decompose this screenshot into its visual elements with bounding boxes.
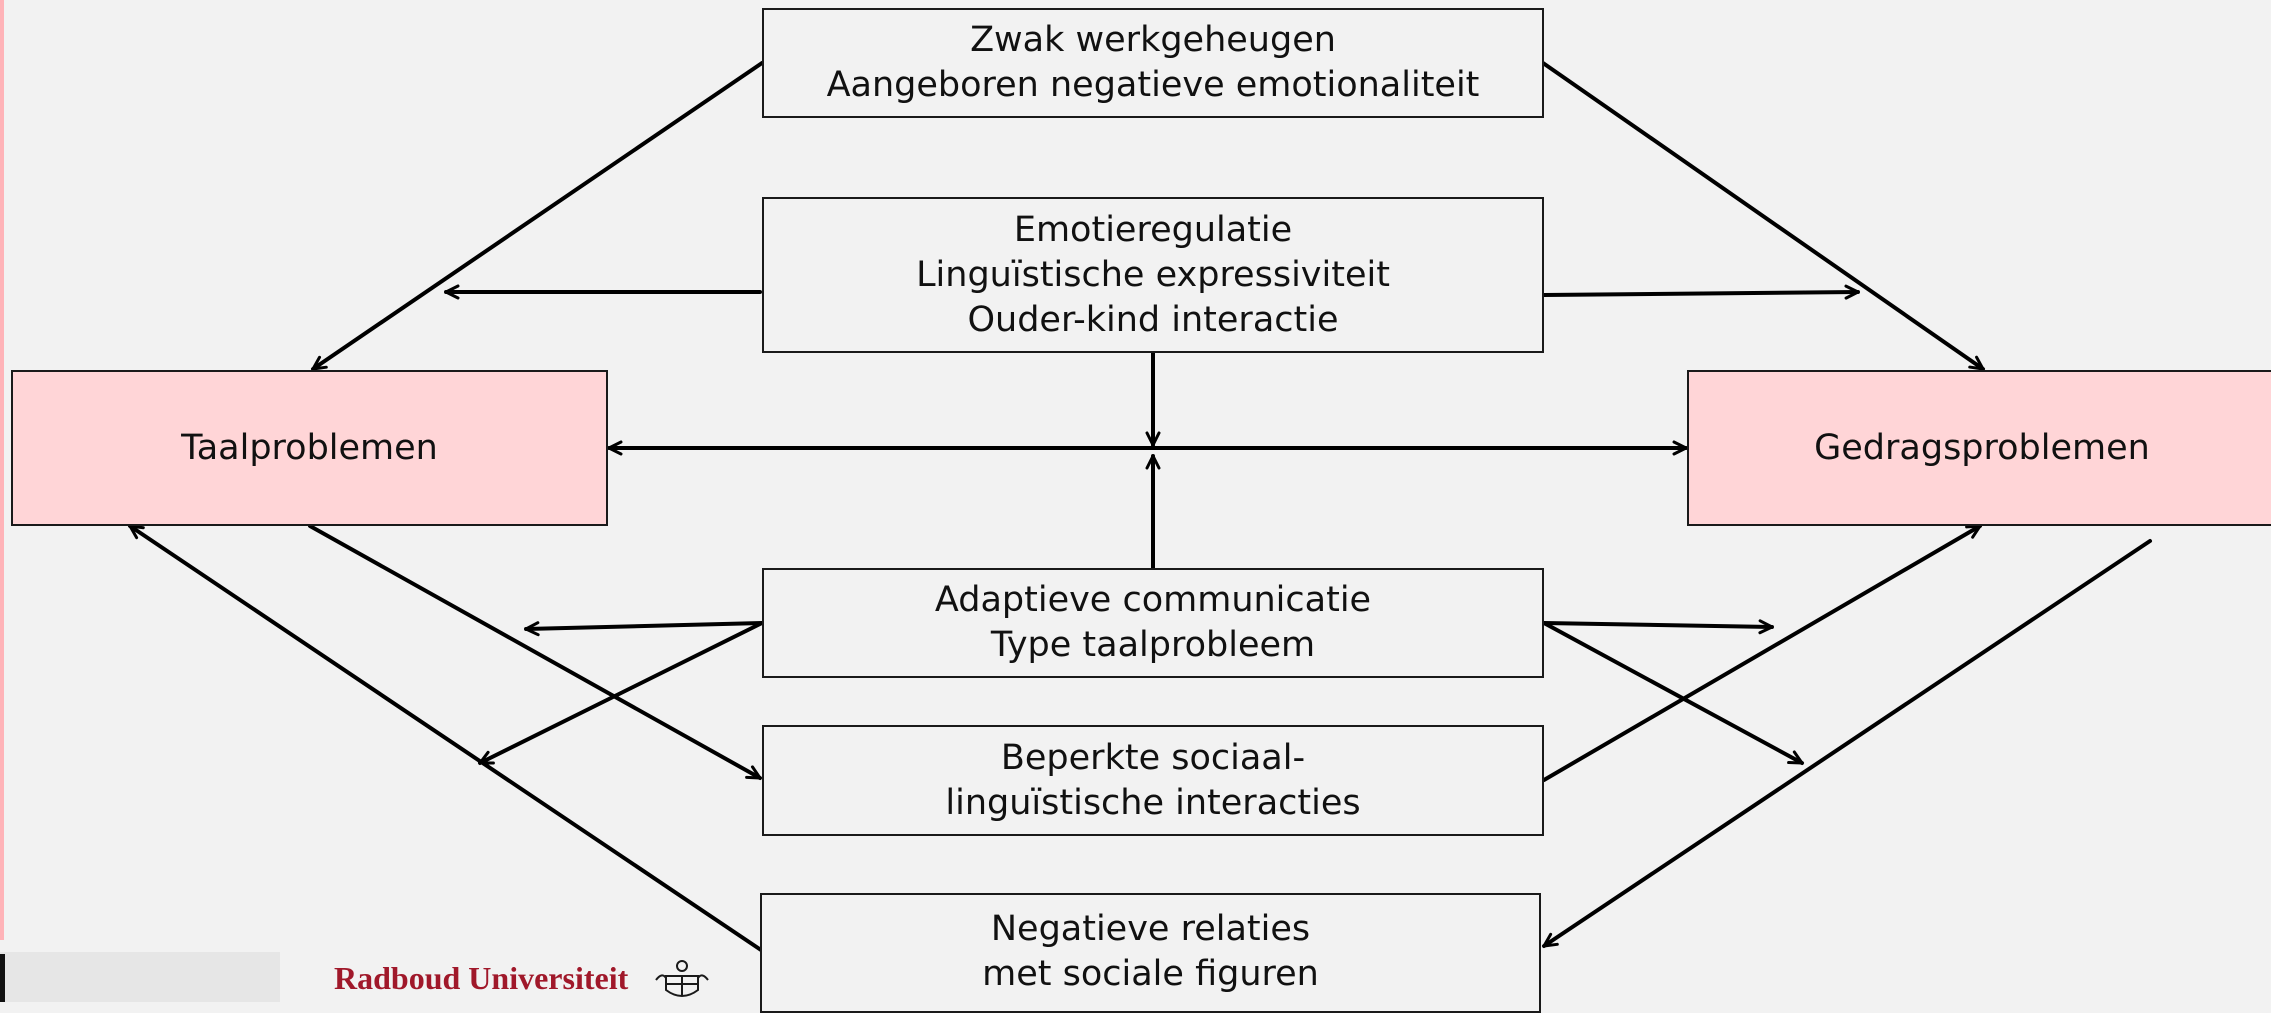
arrow-gedrag-to-negative [1542, 539, 2152, 948]
box-emotion-regulation-line1: Emotieregulatie [1013, 209, 1293, 250]
box-negative-relations-line1: Negatieve relaties [990, 909, 1311, 949]
box-behavior-problems-label: Gedragsproblemen [1814, 427, 2150, 468]
footer-logo-panel [0, 952, 280, 1002]
arrow-negative-to-taal [128, 524, 763, 952]
arrow-adaptive-right-lower [1542, 621, 1804, 765]
box-emotion-regulation: Emotieregulatie Linguïstische expressivi… [762, 197, 1544, 353]
box-negative-relations: Negatieve relaties met sociale figuren [760, 893, 1541, 1013]
box-adaptive-communication-line2: Type taalprobleem [990, 625, 1316, 665]
arrow-limited-to-gedrag [1542, 524, 1982, 782]
box-limited-interactions-line1: Beperkte sociaal- [1000, 737, 1306, 778]
box-negative-relations-line2: met sociale figuren [982, 954, 1319, 994]
arrow-top-to-taal [311, 61, 764, 371]
box-limited-interactions: Beperkte sociaal- linguïstische interact… [762, 725, 1544, 836]
institution-name: Radboud Universiteit [334, 960, 629, 996]
box-behavior-problems: Gedragsproblemen [1687, 370, 2271, 526]
box-language-problems-label: Taalproblemen [181, 427, 438, 468]
arrow-taal-to-limited [308, 524, 762, 780]
box-working-memory-line2: Aangeboren negatieve emotionaliteit [826, 65, 1480, 105]
arrow-top-to-gedrag [1541, 61, 1985, 371]
box-adaptive-communication-line1: Adaptieve communicatie [934, 580, 1372, 620]
footer-logo-area: Radboud Universiteit [0, 950, 720, 1002]
left-accent-rule [0, 0, 4, 940]
arrow-adaptive-left-upper [524, 621, 764, 637]
box-language-problems: Taalproblemen [11, 370, 608, 526]
box-adaptive-communication: Adaptieve communicatie Type taalprobleem [762, 568, 1544, 678]
box-emotion-regulation-line2: Linguïstische expressiviteit [916, 254, 1390, 295]
box-limited-interactions-line2: linguïstische interacties [945, 782, 1361, 823]
box-working-memory-line1: Zwak werkgeheugen [970, 20, 1336, 60]
university-seal-icon [655, 960, 709, 997]
arrow-emotion-right [1542, 284, 1860, 300]
box-emotion-regulation-line3: Ouder-kind interactie [967, 299, 1339, 340]
footer-logo-bar [0, 954, 5, 1002]
box-working-memory: Zwak werkgeheugen Aangeboren negatieve e… [762, 8, 1544, 118]
arrow-adaptive-right-upper [1542, 619, 1774, 635]
arrow-adaptive-left-lower [478, 621, 764, 765]
